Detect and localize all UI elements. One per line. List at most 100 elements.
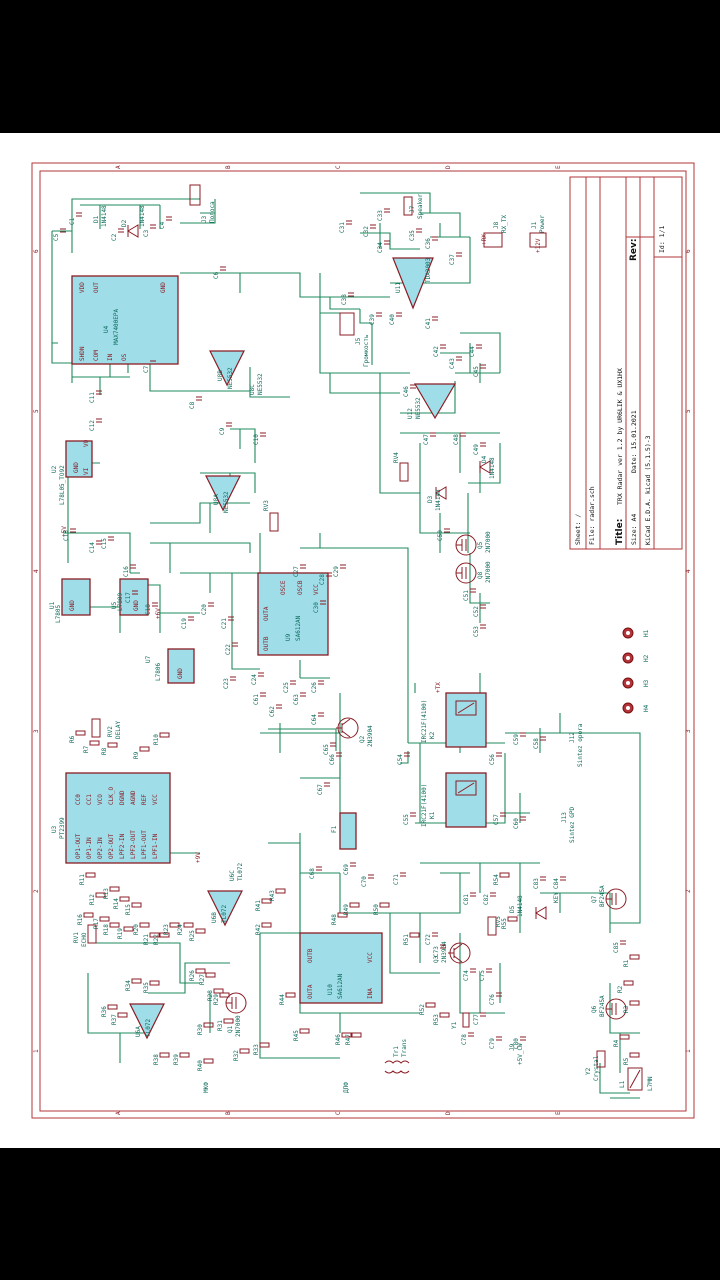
u5-pin-gnd: GND: [133, 600, 140, 611]
ic-u7-value: L7806: [155, 663, 162, 681]
passive-c76: C76: [489, 992, 502, 1005]
passive-label: C4: [159, 221, 166, 229]
inductor-l1-ref: L1: [619, 1080, 626, 1088]
passive-c47: C47: [423, 432, 436, 445]
passive-label: C6: [213, 271, 220, 279]
mounting-hole-label: H2: [643, 654, 650, 662]
passive-label: C47: [423, 434, 430, 445]
passive-label: C30: [313, 602, 320, 613]
title-date: Date: 15.01.2021: [630, 410, 638, 473]
passive-label: C19: [181, 618, 188, 629]
ic-u1-value: L7805: [55, 605, 62, 623]
passive-c15: C15: [101, 536, 114, 549]
connector-j9-ref: J9: [509, 1043, 516, 1051]
passive-r14: R14: [113, 896, 130, 909]
diode-d1-value: 1N4148: [101, 205, 108, 227]
passive-label: C14: [89, 542, 96, 553]
passive-r39: R39: [173, 1052, 190, 1065]
passive-c56: C56: [489, 752, 502, 765]
ic-u8c-ref: U8C: [249, 384, 256, 395]
inner-frame: [39, 170, 687, 1112]
passive-c7: C7: [143, 360, 156, 373]
passive-r44: R44: [279, 992, 296, 1005]
u4-pin-gnd: GND: [160, 282, 167, 293]
passive-label: C66: [329, 754, 336, 765]
passive-c35: C35: [409, 228, 422, 241]
pot-rv2-value: DELAY: [115, 721, 122, 739]
passive-label: C65: [323, 744, 330, 755]
title-file: File: radar.sch: [588, 486, 596, 545]
passive-label: C34: [377, 242, 384, 253]
passive-c83: C83: [533, 876, 546, 889]
grid-letter: C: [335, 165, 342, 169]
grid-number: 5: [685, 409, 692, 413]
passive-r13: R13: [103, 886, 120, 899]
inductor-l1: [627, 1067, 643, 1091]
title-size: Size: A4: [630, 514, 638, 545]
passive-label: C59: [513, 734, 520, 745]
inductor-l1-value: L7MN: [647, 1076, 654, 1091]
passive-label: C26: [311, 682, 318, 693]
passive-label: C8: [189, 401, 196, 409]
passive-r48: R48: [331, 912, 348, 925]
passive-c52: C52: [473, 604, 486, 617]
passive-label: R41: [255, 900, 262, 911]
transformer-t1-ref: Tr1: [393, 1046, 400, 1057]
passive-c33: C33: [377, 208, 390, 221]
u4-pin-in: IN: [107, 353, 114, 361]
passive-c16: C16: [123, 564, 136, 577]
diode-d4: [479, 460, 491, 474]
transistor-q7: [605, 888, 627, 910]
ic-u1: [61, 578, 91, 616]
relay-k2: [445, 692, 487, 748]
passive-r15: R15: [125, 902, 142, 915]
pot-rv3-ref: RV3: [263, 500, 270, 511]
connector-j8: [483, 232, 503, 248]
diode-d1-ref: D1: [93, 215, 100, 223]
u10-pin-outb: OUTB: [307, 948, 314, 963]
crystal-y2-ref: Y2: [585, 1067, 592, 1075]
u4-pin-shdn: SHDN: [79, 346, 86, 361]
passive-c25: C25: [283, 680, 296, 693]
passive-r25: R25: [189, 928, 206, 941]
passive-c53: C53: [473, 624, 486, 637]
u2-pin-gnd: GND: [73, 462, 80, 473]
passive-r49: R49: [343, 902, 360, 915]
connector-j3: [189, 184, 201, 206]
passive-label: C28: [319, 574, 326, 585]
passive-label: R18: [103, 924, 110, 935]
connector-j1-value: Power: [539, 215, 546, 233]
u4-pin-os: OS: [121, 353, 128, 361]
u9-pin-oscb: OSCB: [297, 580, 304, 595]
mounting-hole-label: H3: [643, 679, 650, 687]
passive-r2: R2: [617, 980, 634, 993]
u3-pin-label: OP2-IN: [97, 837, 104, 859]
passive-c81: C81: [463, 892, 476, 905]
passive-label: C31: [339, 222, 346, 233]
ic-u3-ref: U3: [51, 825, 58, 833]
passive-r23: R23: [163, 922, 180, 935]
passive-r54: R54: [493, 872, 510, 885]
crystal-y1: [462, 1012, 470, 1028]
grid-number: 2: [685, 889, 692, 893]
ic-u6c-value: TL072: [237, 863, 244, 881]
passive-c32: C32: [363, 224, 376, 237]
passive-r28: R28: [207, 988, 224, 1001]
passive-label: R11: [79, 874, 86, 885]
mounting-hole-label: H1: [643, 629, 650, 637]
transistor-q2-ref: Q2: [359, 735, 366, 743]
passive-label: R15: [125, 904, 132, 915]
transistor-q3: [448, 942, 471, 964]
passive-r11: R11: [79, 872, 96, 885]
passive-c79: C79: [489, 1036, 502, 1049]
passive-c78: C78: [461, 1032, 474, 1045]
passive-c73: C73: [433, 944, 446, 957]
u2-pin-vi: VI: [83, 467, 90, 475]
relay-k2-value: IRC21F(4100): [421, 700, 428, 743]
connector-j3-value: Полоса: [209, 201, 216, 223]
u2-pin-vo: VO: [83, 439, 90, 447]
crystal-y2-value: Crystal: [593, 1055, 600, 1081]
passive-label: C22: [225, 644, 232, 655]
passive-label: C24: [251, 674, 258, 685]
